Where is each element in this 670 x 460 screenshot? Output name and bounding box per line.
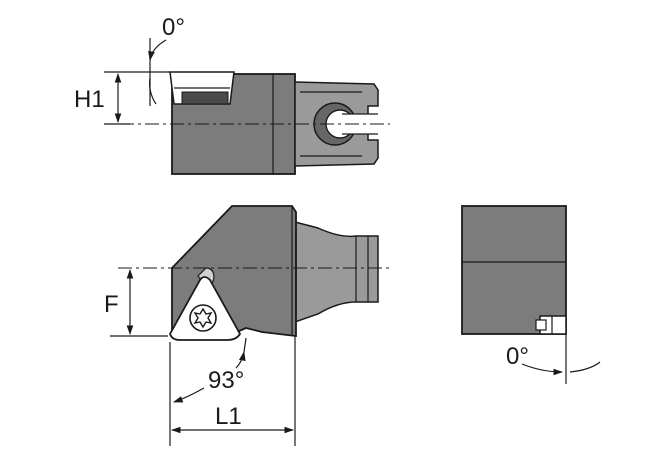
side-view: F 93° L1 — [104, 205, 390, 446]
top-view-insert-pocket — [181, 91, 229, 105]
f-label: F — [104, 291, 119, 318]
top-angle-label: 0° — [162, 14, 185, 41]
side-view-coupling — [294, 221, 379, 324]
h1-label: H1 — [74, 86, 105, 113]
top-view: 0° H1 — [74, 14, 390, 175]
lead-angle-arc-right — [235, 351, 246, 369]
end-angle-arc-left — [521, 363, 563, 376]
top-angle-arc-upper — [148, 39, 167, 61]
lead-angle-reference-line — [243, 337, 247, 353]
top-angle-arc-lower — [149, 77, 157, 105]
end-angle-label: 0° — [506, 343, 529, 370]
insert-screw-torx-icon — [193, 307, 213, 329]
end-view: 0° — [461, 205, 601, 384]
lead-angle-arc-left — [173, 387, 205, 403]
end-view-body — [461, 205, 567, 335]
end-angle-arc-right — [569, 361, 601, 373]
lead-angle-label: 93° — [208, 367, 244, 394]
end-view-insert-edge — [535, 319, 547, 331]
l1-label: L1 — [215, 403, 242, 430]
